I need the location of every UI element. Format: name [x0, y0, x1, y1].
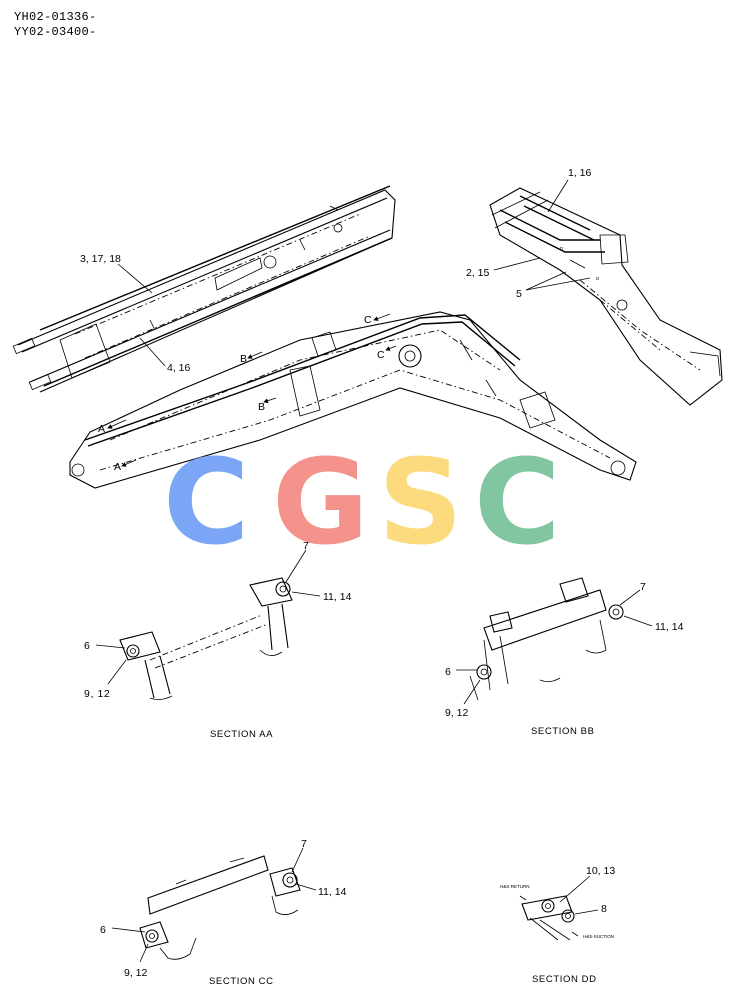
arm-callout-lower: 4, 16 — [167, 362, 191, 374]
watermark-c1: C — [163, 433, 250, 571]
marker-c-bottom: C — [377, 349, 385, 361]
detail-leader-mid — [493, 257, 541, 271]
marker-c-top: C — [364, 314, 372, 326]
section-cc-drawing — [139, 855, 301, 960]
dd-leader-10-13 — [559, 875, 591, 903]
cc-leader-6 — [111, 927, 146, 933]
cc-callout-7: 7 — [301, 838, 307, 850]
cc-leader-7 — [291, 847, 304, 873]
cc-callout-11-14: 11, 14 — [318, 886, 347, 898]
marker-d-2: D — [596, 276, 600, 281]
watermark-g: G — [272, 433, 369, 571]
boom-foot-detail — [489, 187, 723, 406]
serial-range-2: YY02-03400- — [14, 25, 97, 39]
aa-callout-9-12: 9, 12 — [84, 688, 110, 700]
bb-callout-11-14: 11, 14 — [655, 621, 684, 633]
dd-callout-10-13: 10, 13 — [586, 865, 615, 877]
arm-leader-upper — [117, 263, 153, 294]
detail-callout-mid: 2, 15 — [466, 267, 490, 279]
bb-callout-9-12: 9, 12 — [445, 707, 469, 719]
dd-return-label: H&S-RETURN — [500, 884, 530, 889]
serial-range-1: YH02-01336- — [14, 10, 97, 24]
section-bb-drawing — [469, 577, 624, 701]
aa-callout-6: 6 — [84, 640, 90, 652]
section-markers: A A B B C C — [98, 313, 397, 473]
marker-b-bottom: B — [258, 401, 265, 413]
cc-leader-11-14 — [295, 883, 317, 891]
aa-leader-7 — [285, 549, 307, 583]
bb-leader-7 — [619, 589, 641, 606]
section-bb-title: SECTION BB — [531, 726, 595, 737]
aa-leader-11-14 — [291, 591, 321, 597]
bb-callout-7: 7 — [640, 581, 646, 593]
section-aa-drawing — [119, 577, 293, 700]
bb-leader-11-14 — [623, 615, 653, 627]
boom-assembly — [69, 311, 637, 489]
marker-b-top: B — [240, 353, 247, 365]
marker-a-bottom: A — [114, 461, 121, 473]
arm-assembly — [12, 185, 396, 393]
aa-leader-9-12 — [107, 659, 127, 685]
section-dd-title: SECTION DD — [532, 974, 597, 985]
detail-leader-pipe-1 — [525, 271, 567, 291]
section-aa-title: SECTION AA — [210, 729, 273, 740]
watermark-c2: C — [474, 433, 561, 571]
bb-leader-9-12 — [463, 679, 481, 705]
cc-callout-6: 6 — [100, 924, 106, 936]
arm-callout-upper: 3, 17, 18 — [80, 253, 121, 265]
section-dd-drawing — [519, 895, 579, 941]
detail-callout-pipe: 5 — [516, 288, 522, 300]
marker-d-1: D — [560, 246, 564, 251]
marker-a-top: A — [98, 423, 105, 435]
cc-leader-9-12 — [139, 943, 149, 963]
aa-callout-7: 7 — [303, 540, 309, 552]
watermark-s: S — [378, 433, 463, 571]
section-cc-title: SECTION CC — [209, 976, 274, 987]
detail-callout-top: 1, 16 — [568, 167, 592, 179]
detail-leader-top — [547, 179, 569, 213]
cc-callout-9-12: 9, 12 — [124, 967, 148, 979]
cgsc-watermark: C G S C — [163, 433, 561, 571]
arm-leader-lower — [139, 337, 166, 367]
dd-callout-8: 8 — [601, 903, 607, 915]
bb-callout-6: 6 — [445, 666, 451, 678]
detail-leader-pipe-2 — [525, 277, 591, 291]
dd-suction-label: H&S-SUCTION — [583, 934, 614, 939]
aa-leader-6 — [95, 644, 126, 649]
dd-leader-8 — [574, 909, 599, 915]
aa-callout-11-14: 11, 14 — [323, 591, 352, 603]
